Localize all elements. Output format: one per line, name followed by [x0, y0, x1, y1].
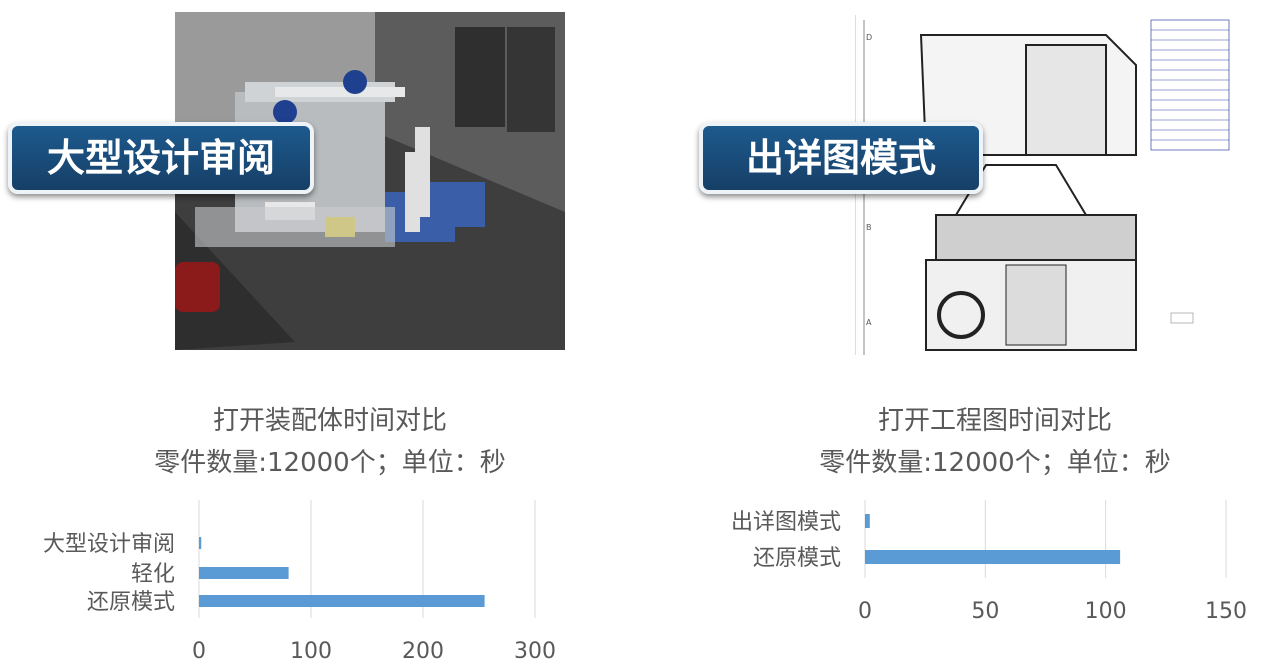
x-tick-label: 200: [402, 639, 444, 664]
svg-text:B: B: [866, 223, 872, 232]
badge-large-design-review: 大型设计审阅: [8, 122, 314, 194]
bar: [199, 567, 289, 579]
x-tick-label: 0: [858, 599, 872, 624]
x-tick-label: 50: [971, 599, 999, 624]
x-tick-label: 150: [1205, 599, 1247, 624]
chart-title-assembly: 打开装配体时间对比: [212, 406, 447, 436]
bar: [865, 550, 1121, 564]
assembly-screenshot: [175, 12, 565, 350]
chart-subtitle-drawing: 零件数量:12000个；单位：秒: [819, 448, 1171, 478]
svg-text:D: D: [866, 33, 872, 42]
chart-subtitle-assembly: 零件数量:12000个；单位：秒: [154, 448, 506, 478]
category-label: 轻化: [131, 562, 175, 587]
bar: [199, 595, 485, 607]
category-label: 出详图模式: [731, 510, 841, 535]
badge-detailing-mode: 出详图模式: [699, 122, 983, 194]
x-tick-label: 0: [192, 639, 206, 664]
category-label: 还原模式: [87, 590, 175, 615]
category-label: 还原模式: [753, 546, 841, 571]
bar: [865, 514, 870, 528]
x-tick-label: 300: [514, 639, 556, 664]
chart-title-drawing: 打开工程图时间对比: [877, 406, 1112, 436]
svg-text:A: A: [866, 318, 872, 327]
drawing-screenshot: D B A: [855, 15, 1231, 355]
category-label: 大型设计审阅: [43, 532, 175, 557]
bar: [199, 537, 202, 549]
x-tick-label: 100: [1085, 599, 1127, 624]
x-tick-label: 100: [290, 639, 332, 664]
